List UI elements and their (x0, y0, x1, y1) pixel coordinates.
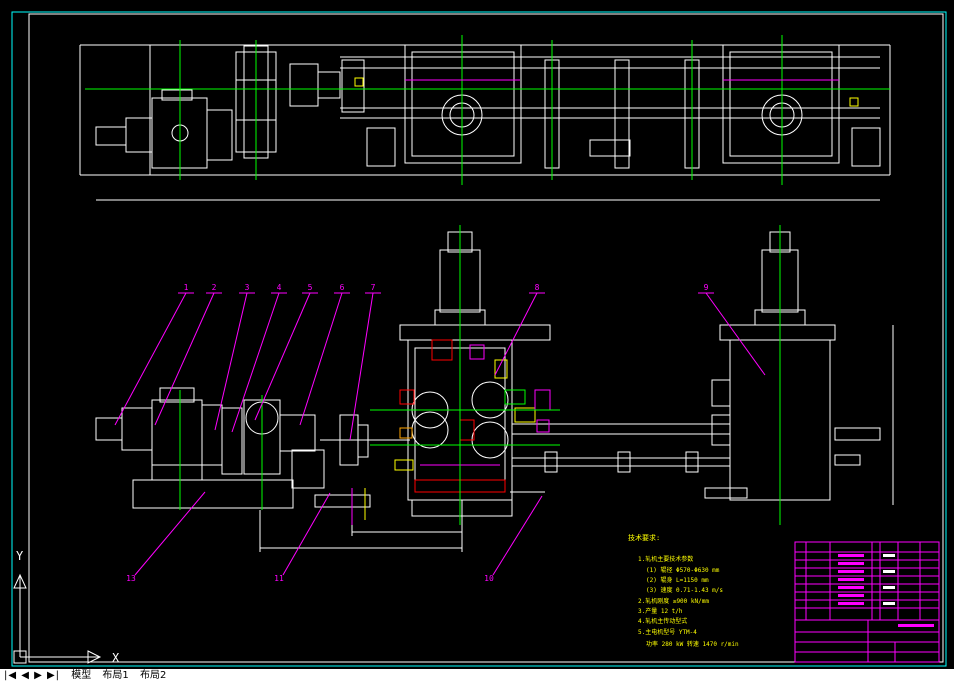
drawing-border-outer (11, 11, 947, 667)
tech-requirements: 技术要求: 1.轧机主要技术参数 (1) 辊径 Φ570-Φ630 mm (2)… (628, 533, 739, 648)
tech-line-3: (2) 辊身 L=1150 mm (646, 576, 709, 584)
tech-line-2: (1) 辊径 Φ570-Φ630 mm (646, 566, 720, 574)
layout-tab-bar: |◀ ◀ ▶ ▶| 模型 布局1 布局2 (0, 669, 954, 682)
balloon-1: 1 (184, 283, 189, 292)
drawing-border-inner (28, 13, 944, 663)
plan-accent (354, 77, 859, 107)
ucs-y-label: Y (16, 549, 24, 563)
tech-line-5: 2.轧机刚度 ≥900 kN/mm (638, 597, 709, 605)
balloon-8: 8 (535, 283, 540, 292)
balloon-6: 6 (340, 283, 345, 292)
balloon-13: 13 (126, 574, 136, 583)
tech-line-9: 功率 280 kW 转速 1470 r/min (646, 640, 739, 648)
elevation-centerlines (179, 225, 781, 525)
balloon-5: 5 (308, 283, 313, 292)
balloon-10: 10 (484, 574, 494, 583)
tech-line-4: (3) 速度 0.71-1.43 m/s (646, 586, 723, 594)
balloon-3: 3 (245, 283, 250, 292)
ucs-icon (13, 573, 102, 664)
tech-line-1: 1.轧机主要技术参数 (638, 555, 693, 563)
title-block-text (838, 554, 934, 627)
tech-line-7: 4.轧机主传动型式 (638, 617, 687, 625)
tech-line-6: 3.产量 12 t/h (638, 607, 683, 615)
ucs-x-label: X (112, 651, 120, 665)
plan-centerlines (85, 35, 890, 185)
tech-line-8: 5.主电机型号 YTM-4 (638, 628, 697, 636)
balloon-leaders (114, 292, 766, 576)
balloon-11: 11 (274, 574, 284, 583)
tab-layout1[interactable]: 布局1 (102, 670, 129, 681)
balloon-4: 4 (277, 283, 282, 292)
tab-layout2[interactable]: 布局2 (139, 670, 167, 681)
title-block (794, 541, 940, 663)
elevation-dimensions (259, 325, 894, 552)
tech-title: 技术要求: (628, 533, 660, 542)
layout-nav-buttons[interactable]: |◀ ◀ ▶ ▶| (4, 670, 61, 681)
balloon-9: 9 (704, 283, 709, 292)
balloon-numbers: 1 2 3 4 5 6 7 8 9 13 11 10 (126, 283, 708, 583)
balloon-2: 2 (212, 283, 217, 292)
balloon-7: 7 (371, 283, 376, 292)
elevation-view (95, 231, 881, 517)
plan-view (79, 44, 891, 176)
tab-model[interactable]: 模型 (71, 670, 92, 681)
